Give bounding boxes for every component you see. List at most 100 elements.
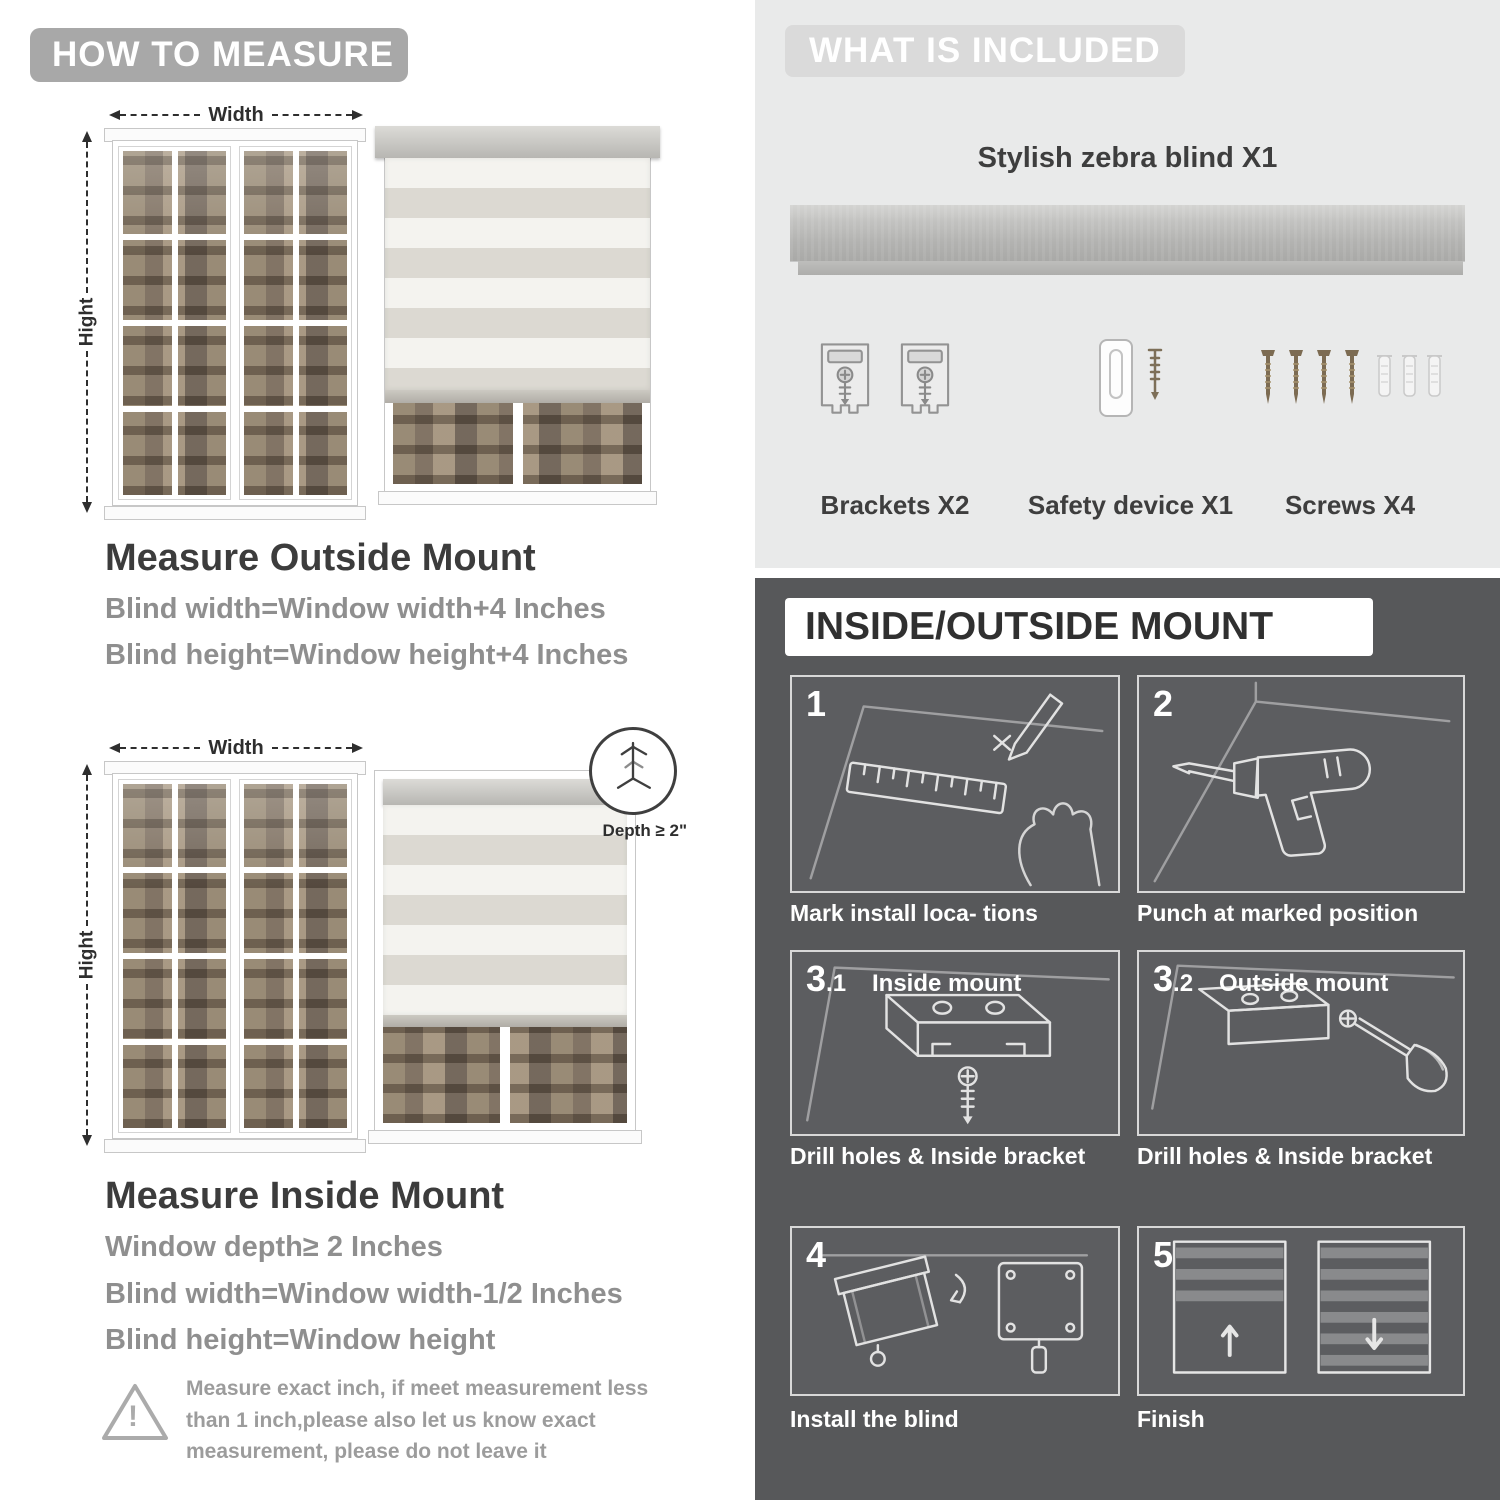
window-muntin xyxy=(244,867,347,873)
window-corner-depth-icon xyxy=(616,741,651,789)
window-muntin xyxy=(123,406,226,412)
width-dimension-arrow: Width xyxy=(109,103,364,126)
zebra-stripes xyxy=(383,805,627,1015)
screws-illustration xyxy=(1253,344,1453,422)
inside-mount-line-1: Window depth≥ 2 Inches xyxy=(105,1231,443,1263)
step-number: 3.1 xyxy=(806,958,847,999)
step-caption-5: Finish xyxy=(1137,1406,1205,1432)
window-muntin xyxy=(244,320,347,326)
window-muntin xyxy=(244,1039,347,1045)
depth-callout-circle xyxy=(589,727,677,815)
warning-exclamation: ! xyxy=(128,1400,138,1433)
window-frame xyxy=(113,774,357,1138)
outside-bracket-illustration xyxy=(1151,964,1455,1110)
height-dimension-arrow: Hight xyxy=(76,131,98,513)
arrow-up-icon xyxy=(82,131,92,142)
step-panel-3-2: 3.2 Outside mount xyxy=(1137,950,1465,1136)
blind-cassette xyxy=(383,779,627,805)
depth-callout-label: Depth ≥ 2" xyxy=(602,821,687,840)
window-sash-left xyxy=(119,780,230,1132)
arrow-left-icon xyxy=(109,743,120,753)
install-blind-illustration xyxy=(821,1254,1089,1374)
safety-device-illustration xyxy=(1073,334,1193,426)
width-dimension-arrow: Width xyxy=(109,736,364,759)
window-muntin xyxy=(244,406,347,412)
step-number: 2 xyxy=(1153,683,1174,724)
brackets-label: Brackets X2 xyxy=(820,490,970,520)
inside-outside-mount-section: INSIDE/OUTSIDE MOUNT 1 Mark install loca… xyxy=(755,578,1500,1500)
inside-mount-line-2: Blind width=Window width-1/2 Inches xyxy=(105,1278,623,1310)
inside-mount-line-3: Blind height=Window height xyxy=(105,1324,496,1356)
safety-device-label: Safety device X1 xyxy=(1027,490,1234,520)
blind-bottom-rail xyxy=(383,1015,627,1027)
zebra-blind-illustration-inside-mount: Depth ≥ 2" xyxy=(369,727,687,1145)
step-number: 4 xyxy=(806,1234,827,1275)
window-sash-left xyxy=(119,147,230,499)
product-label: Stylish zebra blind X1 xyxy=(977,142,1278,174)
window-muntin xyxy=(123,320,226,326)
what-is-included-header: WHAT IS INCLUDED xyxy=(785,25,1185,77)
window-muntin xyxy=(244,234,347,240)
window-muntin xyxy=(123,867,226,873)
warning-triangle-icon: ! xyxy=(100,1380,170,1446)
drill-illustration xyxy=(1153,681,1451,883)
window-top-casing xyxy=(105,129,365,141)
window-sill xyxy=(369,1131,641,1143)
window-frame xyxy=(113,141,357,505)
window-sash-right xyxy=(240,147,351,499)
step-title: Inside mount xyxy=(872,970,1022,997)
step-panel-1: 1 xyxy=(790,675,1120,893)
width-dimension-label: Width xyxy=(208,736,264,759)
step-panel-4: 4 xyxy=(790,1226,1120,1396)
arrow-down-icon xyxy=(82,502,92,513)
window-top-casing xyxy=(105,762,365,774)
step-number: 1 xyxy=(806,683,827,724)
blind-cassette xyxy=(375,126,660,158)
what-is-included-section: WHAT IS INCLUDED Stylish zebra blind X1 xyxy=(755,0,1500,568)
arrow-down-icon xyxy=(82,1135,92,1146)
step-title: Outside mount xyxy=(1219,970,1389,997)
blind-bottom-rail xyxy=(385,390,650,403)
height-dimension-arrow: Hight xyxy=(76,764,98,1146)
window-sill xyxy=(105,1140,365,1152)
step-caption-3-2: Drill holes & Inside bracket xyxy=(1137,1143,1433,1169)
step-number: 5 xyxy=(1153,1234,1174,1275)
finish-illustration xyxy=(1172,1240,1432,1374)
window-illustration-outside-mount: Width Hight xyxy=(75,103,365,529)
window-sash-right xyxy=(240,780,351,1132)
step-panel-2: 2 xyxy=(1137,675,1465,893)
window-muntin xyxy=(123,953,226,959)
mark-locations-illustration xyxy=(809,693,1104,887)
outside-mount-line-1: Blind width=Window width+4 Inches xyxy=(105,593,606,625)
bracket-icon xyxy=(820,343,870,414)
screws-and-anchors-icon xyxy=(1261,350,1442,404)
step-panel-3-1: 3.1 Inside mount xyxy=(790,950,1120,1136)
step-caption-1: Mark install loca- tions xyxy=(790,900,1038,926)
screw-icon xyxy=(1147,348,1163,394)
window-muntin xyxy=(244,953,347,959)
height-dimension-label: Hight xyxy=(76,930,98,980)
arrow-right-icon xyxy=(352,743,364,753)
zebra-blind-illustration-outside-mount xyxy=(375,126,660,506)
zebra-blind-headrail-illustration xyxy=(790,205,1465,275)
height-dimension-label: Hight xyxy=(76,297,98,347)
width-dimension-label: Width xyxy=(208,103,264,126)
step-panel-5: 5 xyxy=(1137,1226,1465,1396)
window-sill xyxy=(105,507,365,519)
inside-mount-title: Measure Inside Mount xyxy=(105,1175,505,1217)
bracket-icon xyxy=(900,343,950,414)
step-caption-4: Install the blind xyxy=(790,1406,959,1432)
arrow-left-icon xyxy=(109,110,120,120)
window-muntin xyxy=(123,1039,226,1045)
arrow-up-icon xyxy=(82,764,92,775)
outside-mount-line-2: Blind height=Window height+4 Inches xyxy=(105,639,629,671)
window-illustration-inside-mount: Width Hight xyxy=(75,736,365,1162)
inside-bracket-illustration xyxy=(806,966,1110,1125)
screws-label: Screws X4 xyxy=(1284,490,1416,520)
measurement-note: Measure exact inch, if meet measurement … xyxy=(186,1377,649,1463)
window-sill xyxy=(379,492,656,504)
safety-device-icon xyxy=(1099,339,1163,417)
window-muntin xyxy=(123,234,226,240)
step-caption-3-1: Drill holes & Inside bracket xyxy=(790,1143,1086,1169)
